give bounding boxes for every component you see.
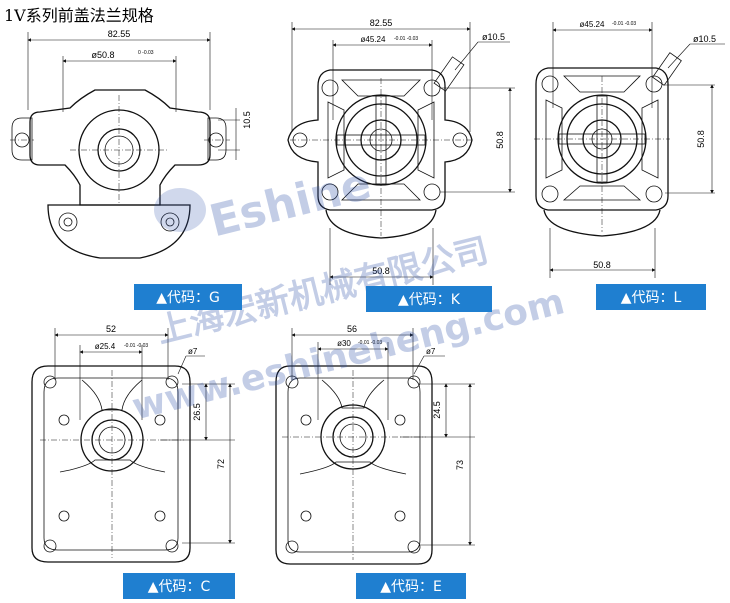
flange-g-drawing: 82.55 ø50.8 0 -0.03 10.5 — [10, 29, 252, 259]
flange-l-drawing: ø45.24 -0.01 -0.03 ø10.5 50.8 50.8 — [534, 20, 725, 278]
flange-k-code-badge: ▲代码：K — [366, 286, 492, 312]
flange-e-pilot-label: ø30 — [337, 339, 351, 348]
flange-g-offset-label: 10.5 — [242, 111, 252, 129]
flange-e-offset-label: 24.5 — [432, 401, 442, 419]
flange-g-code-badge: ▲代码：G — [134, 284, 242, 310]
flange-c-offset-label: 26.5 — [192, 403, 202, 421]
flange-k-pilot-label: ø45.24 — [361, 35, 386, 44]
flange-e-width-label: 56 — [347, 324, 357, 334]
flange-c-code-label: ▲代码：C — [147, 579, 211, 595]
flange-k-hole-label: ø10.5 — [482, 32, 505, 42]
flange-k-bottom-label: 50.8 — [372, 266, 390, 276]
flange-g-width-label: 82.55 — [108, 29, 131, 39]
flange-k-pilot-tol: -0.01 -0.03 — [394, 36, 418, 42]
flange-k-code-label: ▲代码：K — [398, 292, 460, 308]
flange-l-height-label: 50.8 — [696, 130, 706, 148]
flange-k-drawing: 82.55 ø45.24 -0.01 -0.03 ø10.5 50.8 50.8 — [287, 18, 515, 285]
flange-c-code-badge: ▲代码：C — [123, 573, 235, 599]
flange-l-pilot-label: ø45.24 — [580, 20, 605, 29]
flange-c-hole-label: ø7 — [188, 347, 198, 356]
flange-g-code-label: ▲代码：G — [156, 290, 220, 306]
flange-c-pilot-tol: -0.01 -0.03 — [124, 343, 148, 349]
watermark-brand: Eshine — [205, 158, 376, 247]
flange-e-code-label: ▲代码：E — [380, 579, 442, 595]
flange-l-code-badge: ▲代码：L — [596, 284, 706, 310]
flange-l-code-label: ▲代码：L — [620, 290, 682, 306]
flange-e-code-badge: ▲代码：E — [356, 573, 466, 599]
flange-e-height-label: 73 — [455, 460, 465, 470]
page-title: 1V系列前盖法兰规格 — [4, 6, 154, 25]
flange-e-pilot-tol: -0.01 -0.03 — [358, 340, 382, 346]
flange-g-pilot-tol: 0 -0.03 — [138, 50, 154, 56]
flange-l-bottom-label: 50.8 — [593, 260, 611, 270]
flange-k-height-label: 50.8 — [495, 131, 505, 149]
flange-c-height-label: 72 — [216, 459, 226, 469]
flange-e-drawing: 56 ø30 -0.01 -0.03 ø7 24.5 73 — [275, 324, 475, 565]
flange-e-hole-label: ø7 — [426, 347, 436, 356]
flange-l-hole-label: ø10.5 — [693, 34, 716, 44]
flange-k-width-label: 82.55 — [370, 18, 393, 28]
flange-c-drawing: 52 ø25.4 -0.01 -0.03 ø7 26.5 72 — [31, 324, 235, 563]
flange-c-pilot-label: ø25.4 — [95, 342, 116, 351]
flange-c-width-label: 52 — [106, 324, 116, 334]
flange-l-pilot-tol: -0.01 -0.03 — [612, 21, 636, 27]
flange-g-pilot-label: ø50.8 — [91, 50, 114, 60]
